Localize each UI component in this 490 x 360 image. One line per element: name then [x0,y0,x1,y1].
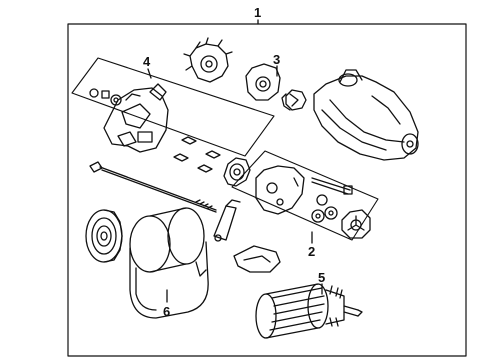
callout-6: 6 [163,304,170,319]
callout-5: 5 [318,270,325,285]
through-bolt-long [89,161,217,213]
brush-holder-assembly [103,83,169,153]
small-collar [101,90,110,99]
pulley [85,209,123,263]
leader-4 [147,68,152,79]
rubber-boot [281,93,291,111]
clutch-gear [245,63,281,101]
planetary-gear [183,37,233,83]
small-bracket [213,199,241,242]
small-nut [89,88,99,98]
pinion-gear [285,89,307,111]
small-washer [110,94,122,106]
callout-3: 3 [273,52,280,67]
brush-plate [223,157,251,187]
outer-frame [67,23,467,357]
subframe-2 [231,150,379,241]
front-housing [313,69,419,161]
callout-1: 1 [254,5,261,20]
rear-cover [255,165,305,215]
end-cap [341,209,371,239]
short-bolt [311,177,353,195]
yoke [129,207,209,319]
washer-b [311,209,325,223]
callout-4: 4 [143,54,151,69]
washer-a [316,194,328,206]
armature [255,283,363,339]
subframe-4 [71,57,275,157]
brushes [173,136,221,173]
washer-c [324,206,338,220]
callout-2: 2 [308,244,315,259]
lower-plate [233,245,281,273]
